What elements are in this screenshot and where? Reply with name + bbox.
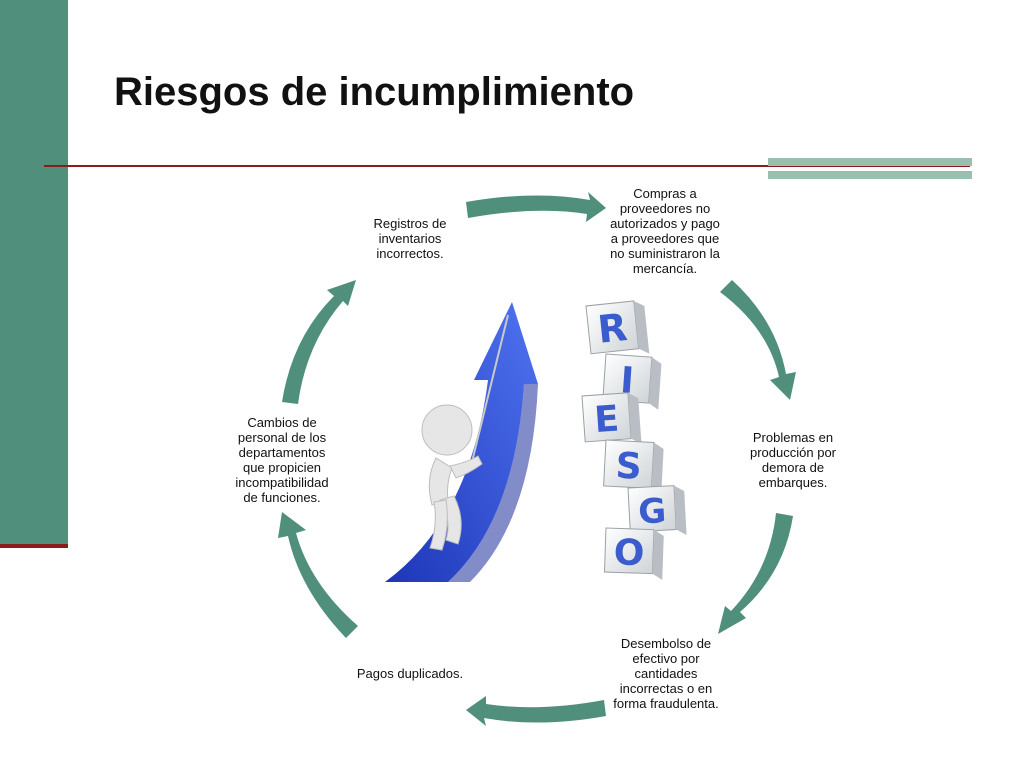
cube-i: I <box>602 353 662 410</box>
cycle-node-inventory-records: Registros de inventarios incorrectos. <box>373 216 447 261</box>
letter-r: R <box>596 305 630 352</box>
cycle-node-production-delays: Problemas en producción por demora de em… <box>750 430 836 490</box>
divider-accent-bar-top <box>768 158 972 166</box>
letter-g: G <box>637 491 667 532</box>
cycle-node-cash-disbursement: Desembolso de efectivo por cantidades in… <box>613 636 719 711</box>
letter-e: E <box>593 399 620 442</box>
cycle-arrow-bottom <box>466 696 606 726</box>
cube-g: G <box>627 485 687 536</box>
riesgo-letter-cubes: R I E S G O <box>581 300 687 580</box>
cycle-node-duplicate-payments: Pagos duplicados. <box>356 666 464 681</box>
cube-o: O <box>603 527 664 580</box>
cycle-arrow-top <box>466 192 606 222</box>
letter-o: O <box>613 532 645 574</box>
divider-accent-bar-bottom <box>768 171 972 179</box>
slide-title: Riesgos de incumplimiento <box>114 70 635 114</box>
cycle-arrow-right-upper <box>720 280 796 400</box>
climbing-figure-icon <box>421 404 483 551</box>
cycle-arrow-left-lower <box>278 512 358 638</box>
cycle-arrow-right-lower <box>718 513 793 634</box>
letter-i: I <box>619 360 635 402</box>
cube-e: E <box>581 392 642 444</box>
title-divider <box>44 165 970 167</box>
sidebar-bar <box>0 0 68 548</box>
cube-s: S <box>603 439 664 495</box>
cycle-node-personnel-changes: Cambios de personal de los departamentos… <box>235 415 329 505</box>
sidebar-accent-line <box>0 544 68 548</box>
cycle-arrow-left-upper <box>282 280 356 404</box>
cube-r: R <box>585 300 650 355</box>
blue-arrow-icon <box>385 302 538 582</box>
cycle-node-unauthorized-purchases: Compras a proveedores no autorizados y p… <box>610 186 720 276</box>
cycle-arrows <box>278 192 796 726</box>
rising-arrow-illustration <box>385 302 538 582</box>
letter-s: S <box>615 446 643 488</box>
